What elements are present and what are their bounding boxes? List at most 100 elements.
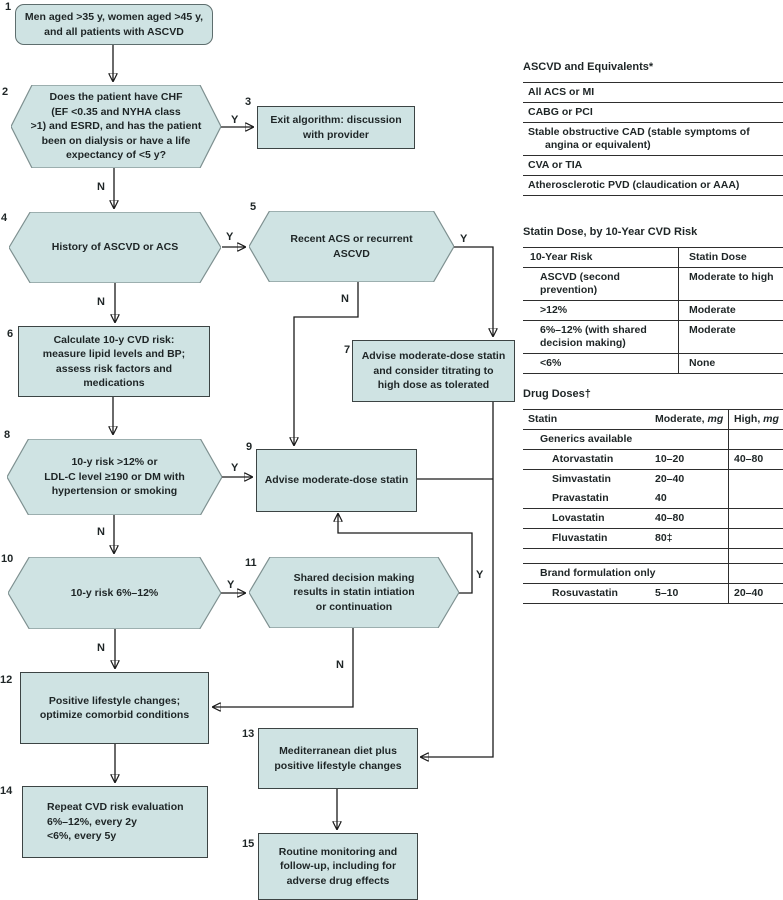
table-title: ASCVD and Equivalents* bbox=[523, 61, 654, 73]
node-2-text: Does the patient have CHF (EF <0.35 and … bbox=[30, 91, 202, 162]
node-6-process: Calculate 10-y CVD risk: measure lipid l… bbox=[18, 326, 210, 397]
edge-5-9-label: N bbox=[341, 293, 349, 305]
header-cell: High, mg bbox=[728, 410, 783, 429]
edge-4-6-label: N bbox=[97, 296, 105, 308]
table-row: Stable obstructive CAD (stable symptoms … bbox=[523, 123, 783, 156]
node-14-process: Repeat CVD risk evaluation 6%–12%, every… bbox=[22, 786, 208, 858]
node-9-process: Advise moderate-dose statin bbox=[256, 449, 417, 512]
table-row: >12% Moderate bbox=[523, 301, 783, 321]
node-15-process: Routine monitoring and follow-up, includ… bbox=[258, 833, 418, 900]
node-11-number: 11 bbox=[245, 557, 257, 569]
edge-7-13 bbox=[421, 400, 494, 757]
node-1-start: Men aged >35 y, women aged >45 y, and al… bbox=[15, 4, 213, 45]
table-row: Fluvastatin 80‡ bbox=[523, 529, 783, 549]
table-header-row: Statin Moderate, mg High, mg bbox=[523, 410, 783, 430]
table-row: Atherosclerotic PVD (claudication or AAA… bbox=[523, 176, 783, 196]
node-5-text: Recent ACS or recurrent ASCVD bbox=[290, 233, 413, 260]
node-8-decision: 10-y risk >12% or LDL-C level ≥190 or DM… bbox=[7, 439, 222, 515]
edge-10-12-label: N bbox=[97, 642, 105, 654]
table-title: Statin Dose, by 10-Year CVD Risk bbox=[523, 226, 698, 238]
node-1-number: 1 bbox=[5, 1, 12, 13]
node-8-number: 8 bbox=[4, 429, 11, 441]
edge-10-11-label: Y bbox=[227, 579, 235, 591]
table-row: Rosuvastatin 5–10 20–40 bbox=[523, 584, 783, 604]
node-7-text: Advise moderate-dose statin and consider… bbox=[361, 350, 506, 392]
node-11-decision: Shared decision making results in statin… bbox=[249, 557, 459, 628]
statin-dose-table: Statin Dose, by 10-Year CVD Risk 10-Year… bbox=[523, 226, 783, 374]
hexagon-shape bbox=[249, 557, 459, 628]
edge-8-9-label: Y bbox=[231, 462, 239, 474]
node-10-decision: 10-y risk 6%–12% bbox=[8, 557, 221, 629]
hexagon-shape bbox=[7, 439, 222, 515]
hexagon-shape bbox=[249, 211, 454, 282]
node-3-exit: Exit algorithm: discussion with provider bbox=[257, 106, 415, 149]
node-12-process: Positive lifestyle changes; optimize com… bbox=[20, 672, 209, 744]
node-12-text: Positive lifestyle changes; optimize com… bbox=[39, 694, 190, 721]
node-5-decision: Recent ACS or recurrent ASCVD bbox=[249, 211, 454, 282]
hexagon-shape bbox=[9, 212, 221, 283]
table-row: CABG or PCI bbox=[523, 103, 783, 123]
node-15-number: 15 bbox=[242, 838, 255, 850]
table-spacer-row bbox=[523, 549, 783, 564]
drug-doses-table: Drug Doses† Statin Moderate, mg High, mg… bbox=[523, 388, 783, 604]
node-3-number: 3 bbox=[245, 96, 252, 108]
node-4-decision: History of ASCVD or ACS bbox=[9, 212, 221, 283]
node-6-number: 6 bbox=[7, 328, 14, 340]
table-row: <6% None bbox=[523, 354, 783, 374]
table-row: All ACS or MI bbox=[523, 83, 783, 103]
table-subheader-row: Brand formulation only bbox=[523, 564, 783, 584]
table-row: CVA or TIA bbox=[523, 156, 783, 176]
table-row: 6%–12% (with shared decision making) Mod… bbox=[523, 321, 783, 354]
header-cell: Statin Dose bbox=[678, 248, 783, 267]
edge-2-4-label: N bbox=[97, 181, 105, 193]
node-2-number: 2 bbox=[2, 86, 9, 98]
node-13-number: 13 bbox=[242, 728, 255, 740]
edge-5-7 bbox=[454, 246, 493, 336]
hexagon-shape bbox=[11, 85, 221, 168]
node-9-text: Advise moderate-dose statin bbox=[264, 474, 409, 487]
node-11-text: Shared decision making results in statin… bbox=[293, 571, 415, 613]
table-row: Atorvastatin 10–20 40–80 bbox=[523, 450, 783, 470]
header-cell: Statin bbox=[528, 413, 558, 425]
edge-2-3-label: Y bbox=[231, 114, 239, 126]
edge-11-12 bbox=[213, 628, 354, 707]
node-14-number: 14 bbox=[0, 785, 13, 797]
table-row: Pravastatin 40 bbox=[523, 489, 783, 509]
node-5-number: 5 bbox=[250, 201, 257, 213]
node-13-process: Mediterranean diet plus positive lifesty… bbox=[258, 728, 418, 789]
node-1-text: Men aged >35 y, women aged >45 y, and al… bbox=[24, 11, 204, 38]
edge-11-9-label: Y bbox=[476, 569, 484, 581]
node-8-text: 10-y risk >12% or LDL-C level ≥190 or DM… bbox=[44, 456, 185, 498]
node-15-text: Routine monitoring and follow-up, includ… bbox=[278, 845, 398, 887]
table-subheader-row: Generics available bbox=[523, 430, 783, 450]
edge-8-10-label: N bbox=[97, 526, 105, 538]
node-12-number: 12 bbox=[0, 674, 13, 686]
node-14-text: Repeat CVD risk evaluation 6%–12%, every… bbox=[47, 801, 184, 843]
edge-11-9 bbox=[338, 514, 473, 594]
hexagon-shape bbox=[8, 557, 221, 629]
node-4-text: History of ASCVD or ACS bbox=[51, 241, 179, 254]
edge-5-7-label: Y bbox=[460, 233, 468, 245]
node-3-text: Exit algorithm: discussion with provider bbox=[270, 114, 402, 141]
node-4-number: 4 bbox=[1, 212, 8, 224]
node-7-number: 7 bbox=[344, 344, 351, 356]
node-10-text: 10-y risk 6%–12% bbox=[70, 586, 159, 599]
table-title: Drug Doses† bbox=[523, 388, 591, 400]
node-13-text: Mediterranean diet plus positive lifesty… bbox=[274, 745, 402, 772]
node-7-process: Advise moderate-dose statin and consider… bbox=[352, 340, 515, 402]
edge-11-12-label: N bbox=[336, 659, 344, 671]
edge-5-9 bbox=[294, 282, 359, 445]
table-row: ASCVD (second prevention) Moderate to hi… bbox=[523, 268, 783, 301]
header-cell: Moderate, mg bbox=[655, 413, 724, 425]
node-2-decision: Does the patient have CHF (EF <0.35 and … bbox=[11, 85, 221, 168]
table-header-row: 10-Year Risk Statin Dose bbox=[523, 248, 783, 268]
header-cell: 10-Year Risk bbox=[530, 251, 593, 263]
edge-4-5-label: Y bbox=[226, 231, 234, 243]
table-row: Lovastatin 40–80 bbox=[523, 509, 783, 529]
table-row: Simvastatin 20–40 bbox=[523, 470, 783, 489]
node-9-number: 9 bbox=[246, 441, 253, 453]
node-6-text: Calculate 10-y CVD risk: measure lipid l… bbox=[42, 333, 186, 389]
ascvd-equivalents-table: ASCVD and Equivalents* All ACS or MI CAB… bbox=[523, 61, 783, 196]
